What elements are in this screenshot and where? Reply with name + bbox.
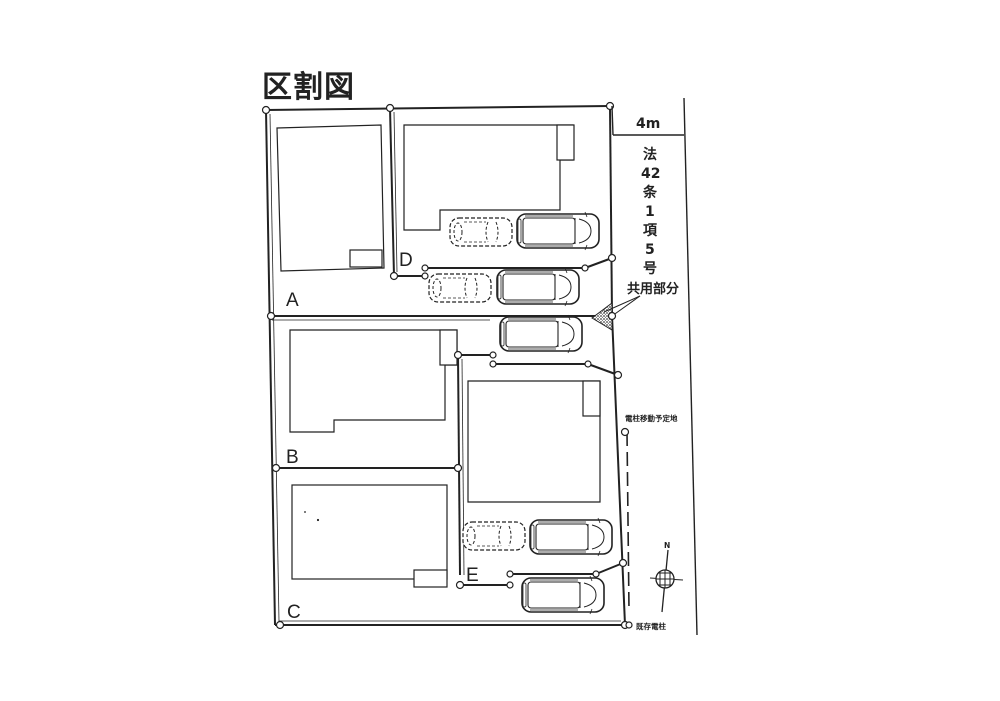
lot-label-b: B <box>286 447 299 468</box>
shared-leader-2 <box>603 295 641 313</box>
road-law-char-7: 号 <box>643 261 657 277</box>
lot-label-d: D <box>399 250 413 271</box>
road-law-char-2: 42 <box>641 166 660 182</box>
house-a <box>276 124 385 272</box>
lot-label-c: C <box>287 602 301 623</box>
pole-relocation-label: 電柱移動予定地 <box>625 413 678 423</box>
house-c <box>291 484 448 580</box>
house-e <box>467 380 601 503</box>
house-footprints <box>276 124 601 588</box>
boundary-inner-lines <box>269 111 621 622</box>
existing-pole-label: 既存電柱 <box>636 621 666 631</box>
north-arrow-icon <box>649 549 684 613</box>
road-law-char-6: 5 <box>645 242 655 258</box>
road-law-char-3: 条 <box>642 184 658 201</box>
road <box>611 97 698 636</box>
boundary-markers <box>261 101 633 630</box>
road-law-char-4: 1 <box>645 204 655 220</box>
road-law-char-1: 法 <box>643 146 657 163</box>
page-title: 区割図 <box>262 70 355 105</box>
shared-portion-label: 共用部分 <box>627 281 679 297</box>
lot-label-e: E <box>466 565 479 586</box>
shared-leader-1 <box>611 295 641 317</box>
north-label: N <box>664 541 670 550</box>
road-law-char-5: 項 <box>643 223 658 239</box>
pole-relocation-line <box>626 431 630 611</box>
lot-label-a: A <box>286 290 299 311</box>
road-width-label: 4m <box>636 116 660 132</box>
